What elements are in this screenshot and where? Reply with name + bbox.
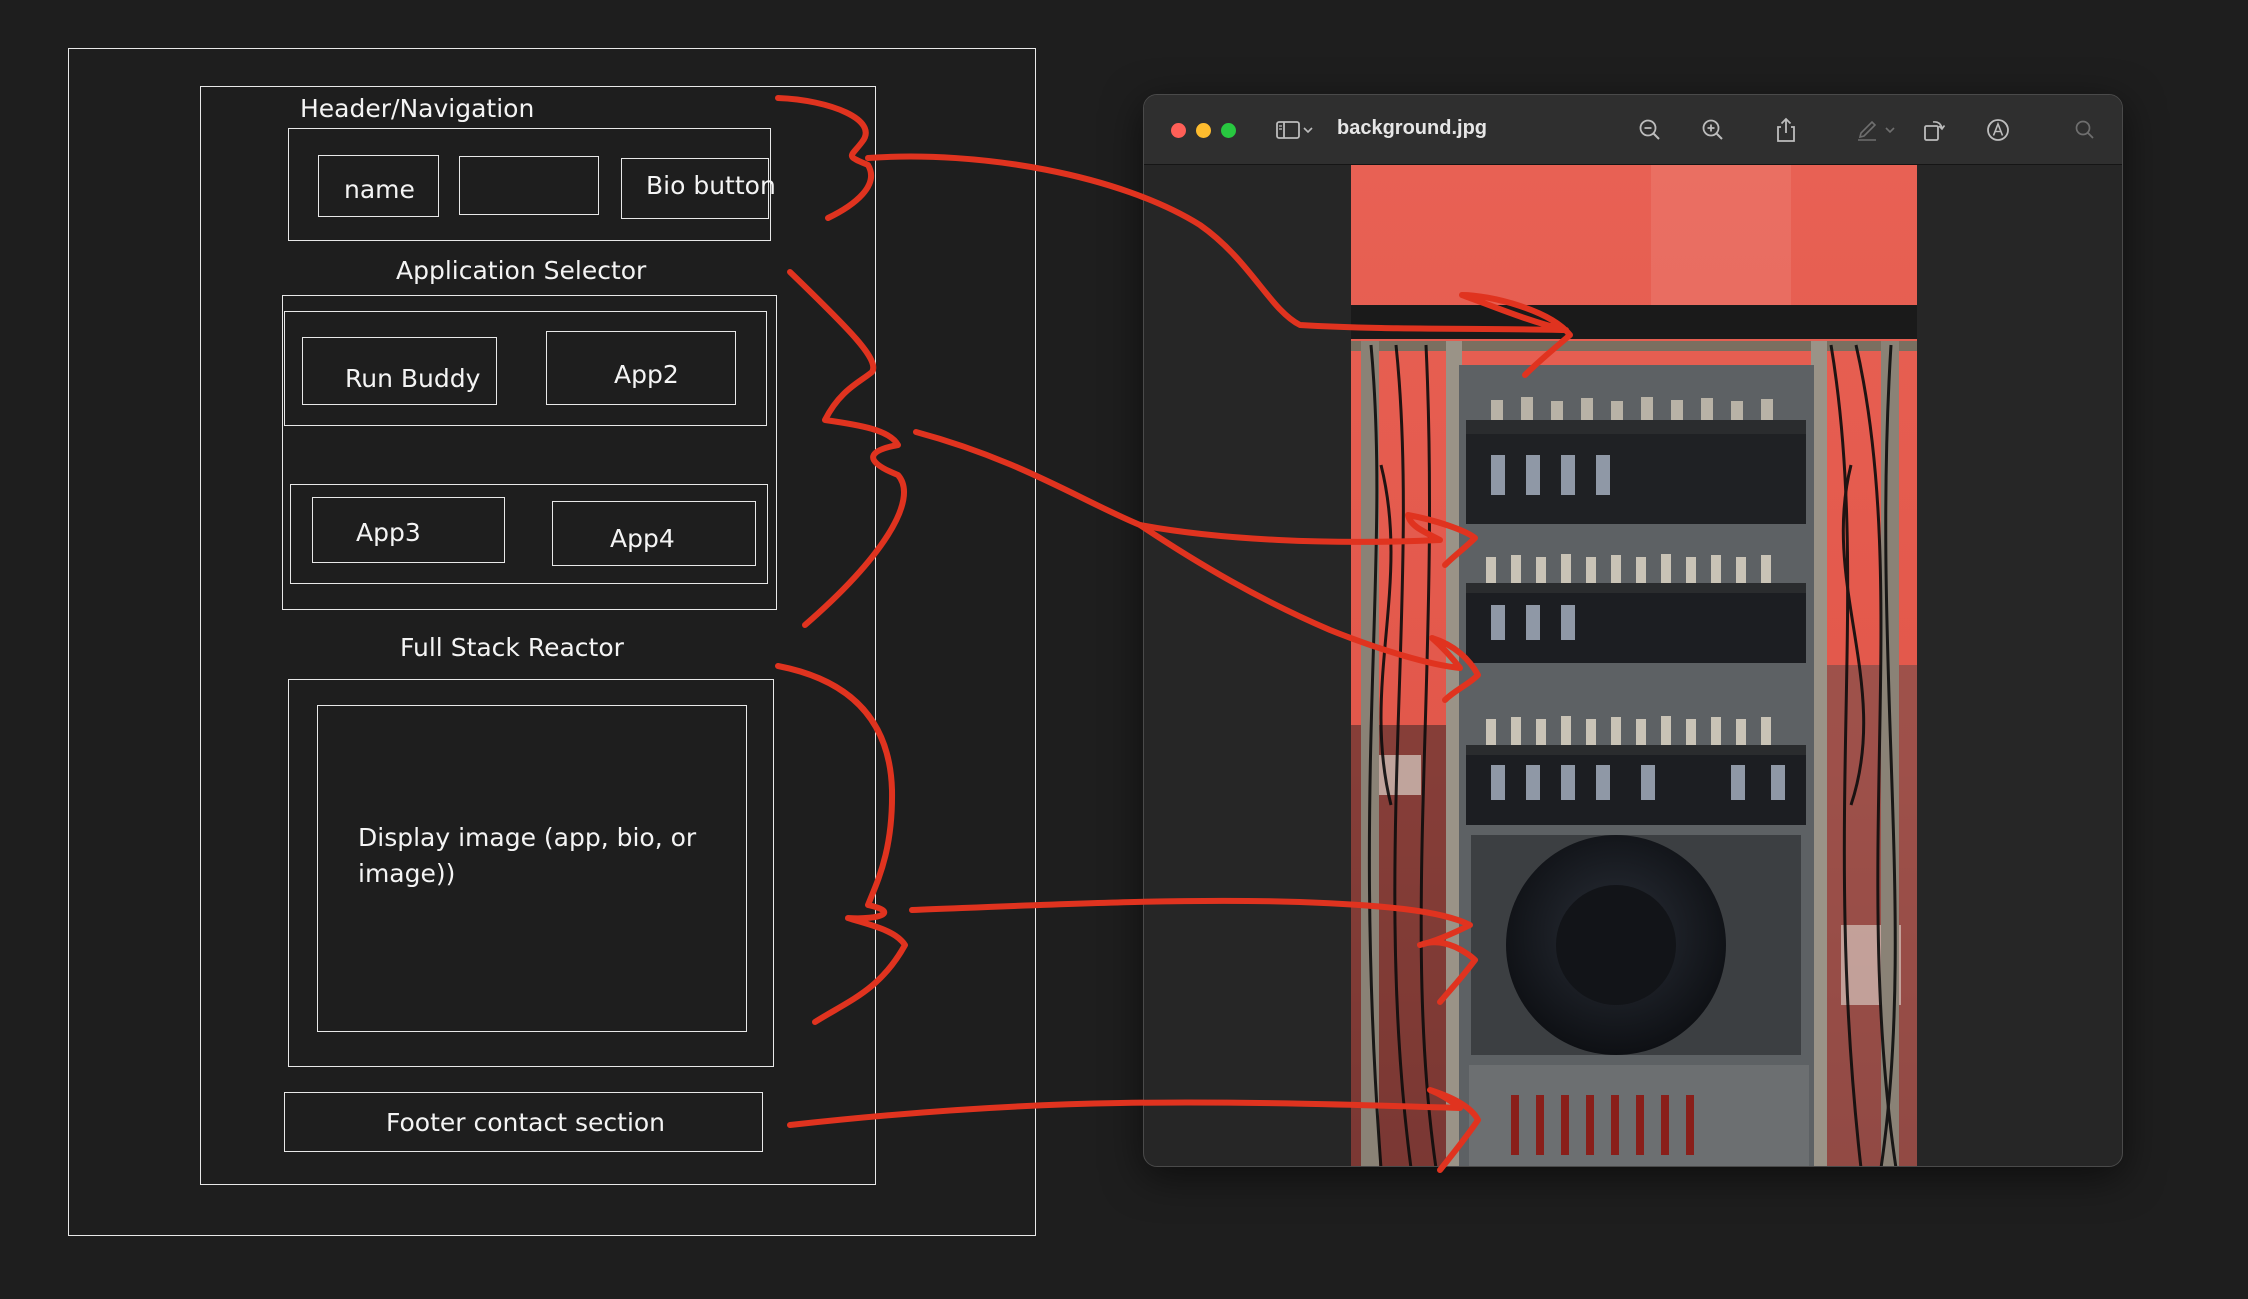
full-stack-reactor-label: Full Stack Reactor xyxy=(400,633,624,662)
app4-label: App4 xyxy=(610,524,675,553)
empty-nav-box xyxy=(459,156,599,215)
app-row-2-box xyxy=(290,484,768,584)
window-title: background.jpg xyxy=(1337,117,1487,139)
app2-label: App2 xyxy=(614,360,679,389)
name-label: name xyxy=(344,175,415,204)
share-icon[interactable] xyxy=(1771,115,1801,145)
header-navigation-label: Header/Navigation xyxy=(300,94,535,123)
header-navigation-box xyxy=(288,128,771,241)
zoom-window-button[interactable] xyxy=(1221,123,1236,138)
close-window-button[interactable] xyxy=(1171,123,1186,138)
name-box xyxy=(318,155,439,217)
annotate-icon[interactable] xyxy=(1983,115,2013,145)
app4-box xyxy=(552,501,756,566)
wireframe-page-frame xyxy=(200,86,876,1185)
footer-contact-box xyxy=(284,1092,763,1152)
rotate-icon[interactable] xyxy=(1919,115,1949,145)
app2-box xyxy=(546,331,736,405)
application-selector-box xyxy=(282,295,777,610)
minimize-window-button[interactable] xyxy=(1196,123,1211,138)
application-selector-label: Application Selector xyxy=(396,256,647,285)
run-buddy-label: Run Buddy xyxy=(345,364,481,393)
run-buddy-box xyxy=(302,337,497,405)
bio-button-label: Bio button xyxy=(646,171,776,200)
background-photo xyxy=(1351,165,1917,1166)
display-image-box xyxy=(317,705,747,1032)
preview-window: background.jpg xyxy=(1143,94,2123,1167)
footer-contact-label: Footer contact section xyxy=(386,1108,666,1137)
app-row-1-box xyxy=(284,311,767,426)
chevron-down-icon[interactable] xyxy=(1881,115,1899,145)
chevron-down-icon[interactable] xyxy=(1299,115,1317,145)
display-image-label: Display image (app, bio, or image)) xyxy=(358,823,697,888)
photo-content xyxy=(1351,165,1917,1166)
bio-button-box xyxy=(621,158,769,219)
zoom-in-icon[interactable] xyxy=(1698,115,1728,145)
search-icon[interactable] xyxy=(2070,115,2100,145)
markup-pen-icon[interactable] xyxy=(1852,115,1882,145)
sidebar-toggle-icon[interactable] xyxy=(1274,115,1304,145)
display-outer-box xyxy=(288,679,774,1067)
wireframe-canvas-frame xyxy=(68,48,1036,1236)
window-titlebar: background.jpg xyxy=(1144,95,2122,165)
app3-label: App3 xyxy=(356,518,421,547)
app3-box xyxy=(312,497,505,563)
zoom-out-icon[interactable] xyxy=(1635,115,1665,145)
